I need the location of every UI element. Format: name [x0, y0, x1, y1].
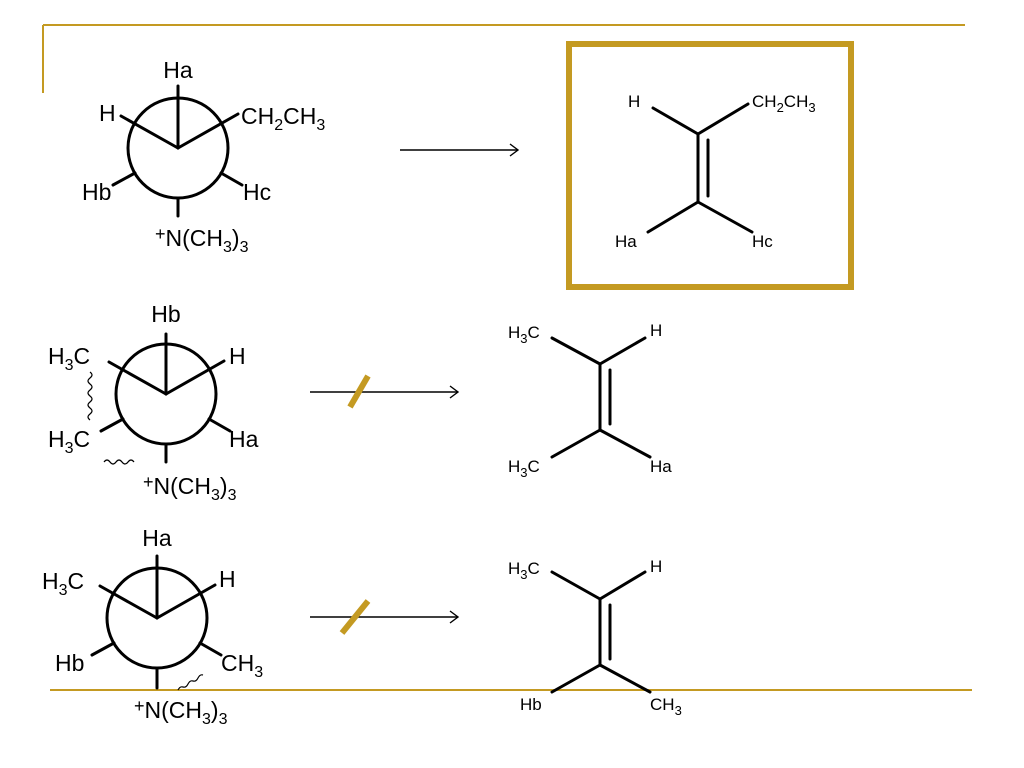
front-left-label: H3C [42, 568, 84, 599]
row-1: Ha H CH2CH3 Hb Hc +N(CH3)3 H CH2CH3 Ha H… [82, 41, 854, 290]
alkene-product-3: H3C H Hb CH3 [508, 557, 682, 718]
blocked-mark [339, 599, 371, 635]
gauche-interaction-wavy [177, 674, 204, 691]
back-bond-right [207, 417, 232, 433]
alkene-bottom-left: Hb [520, 695, 542, 714]
alkene-bottom-left: Ha [615, 232, 637, 251]
front-top-label: Hb [151, 301, 180, 327]
front-bond-right [155, 583, 217, 620]
front-left-label: H [99, 100, 116, 126]
back-left-label: Hb [55, 650, 84, 676]
back-bond-left [90, 641, 116, 657]
newman-projection-3: Ha H3C H Hb CH3 +N(CH3)3 [42, 525, 263, 728]
back-bond-right [219, 171, 244, 187]
alkene-product-2: H3C H H3C Ha [508, 321, 672, 480]
row-2: Hb H3C H H3C Ha +N(CH3)3 H3C H H3C Ha [48, 301, 672, 504]
back-right-label: CH3 [221, 650, 263, 681]
front-right-label: H [219, 566, 236, 592]
back-right-label: Ha [229, 426, 259, 452]
alkene-top-right: H [650, 321, 662, 340]
front-left-label: H3C [48, 343, 90, 374]
front-top-label: Ha [163, 57, 193, 83]
alkene-bottom-right: Hc [752, 232, 773, 251]
front-top-label: Ha [142, 525, 172, 551]
newman-projection-2: Hb H3C H H3C Ha +N(CH3)3 [48, 301, 259, 504]
front-bond-left [107, 360, 168, 396]
gauche-interaction-wavy [103, 459, 135, 465]
back-bond-left [111, 171, 137, 187]
alkene-bottom-right: CH3 [650, 695, 682, 718]
alkene-bottom-right: Ha [650, 457, 672, 476]
row-3: Ha H3C H Hb CH3 +N(CH3)3 H3C H Hb CH3 [42, 525, 682, 728]
back-bottom-label: +N(CH3)3 [155, 224, 249, 256]
alkene-top-right: CH2CH3 [752, 92, 816, 115]
alkene-bottom-left: H3C [508, 457, 540, 480]
gauche-interaction-wavy [87, 371, 93, 421]
front-bond-right [176, 112, 240, 150]
front-right-label: CH2CH3 [241, 103, 325, 134]
alkene-top-left: H [628, 92, 640, 111]
back-bottom-label: +N(CH3)3 [134, 696, 228, 728]
alkene-top-right: H [650, 557, 662, 576]
blocked-reaction-arrow-3 [310, 599, 460, 635]
reaction-arrow-1 [400, 143, 520, 157]
front-bond-left [98, 584, 159, 620]
back-left-label: H3C [48, 426, 90, 457]
back-right-label: Hc [243, 179, 271, 205]
front-right-label: H [229, 343, 246, 369]
back-left-label: Hb [82, 179, 111, 205]
back-bottom-label: +N(CH3)3 [143, 472, 237, 504]
product-highlight-box [566, 41, 854, 290]
back-bond-left [99, 417, 125, 433]
front-bond-right [164, 359, 226, 396]
blocked-mark [347, 374, 371, 409]
alkene-top-left: H3C [508, 559, 540, 582]
back-bond-right [198, 641, 223, 657]
front-bond-left [119, 114, 180, 150]
alkene-top-left: H3C [508, 323, 540, 346]
alkene-product-1: H CH2CH3 Ha Hc [615, 92, 816, 251]
newman-projection-1: Ha H CH2CH3 Hb Hc +N(CH3)3 [82, 57, 325, 256]
blocked-reaction-arrow-2 [310, 374, 460, 409]
